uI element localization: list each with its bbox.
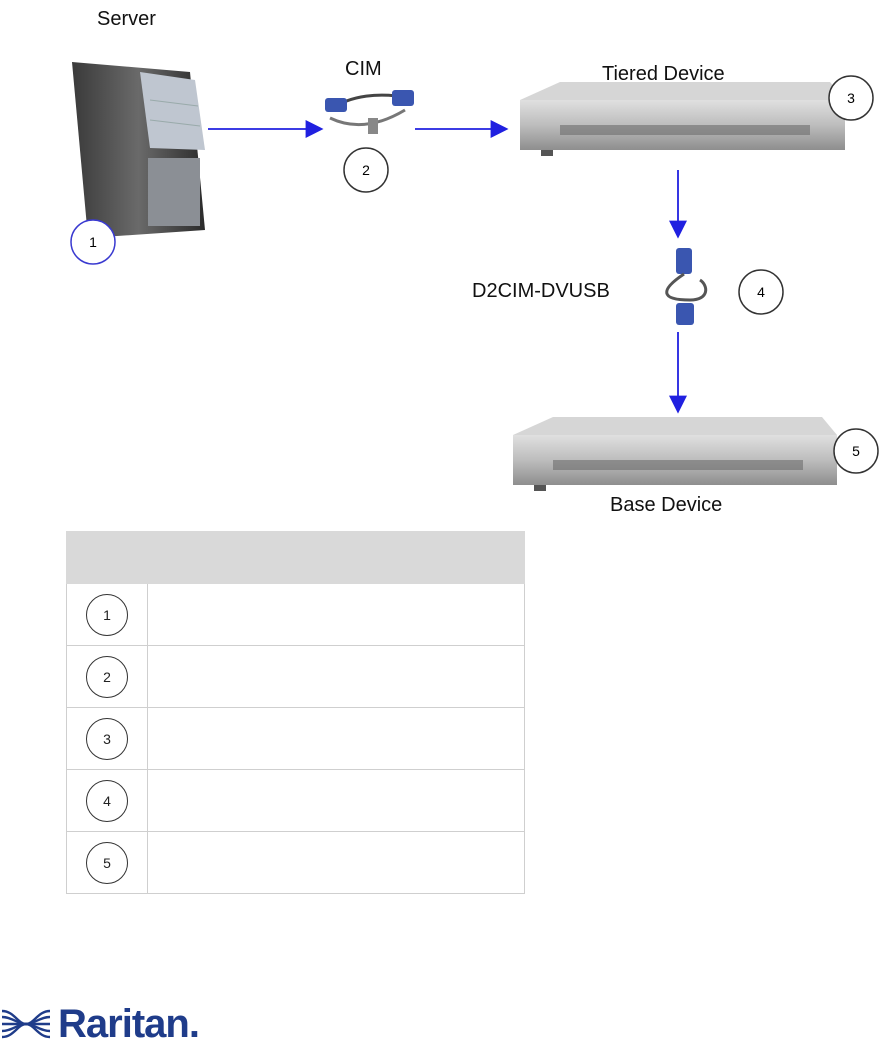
legend-callout-3: 3 xyxy=(86,717,128,760)
legend-callout-2: 2 xyxy=(86,655,128,698)
callout-2: 2 xyxy=(343,147,389,193)
label-cim: CIM xyxy=(345,58,382,80)
legend-description xyxy=(147,645,525,708)
legend-header-cell xyxy=(66,531,148,584)
svg-text:5: 5 xyxy=(852,443,860,459)
legend-callout-5: 5 xyxy=(86,841,128,884)
legend-description xyxy=(147,769,525,832)
table-row: 2 xyxy=(66,645,525,708)
connection-diagram: 1 2 3 4 5 xyxy=(70,62,879,491)
svg-text:1: 1 xyxy=(89,234,97,250)
table-row: 4 xyxy=(66,769,525,832)
legend-header-cell xyxy=(147,531,525,584)
tiered-device-icon xyxy=(520,82,845,156)
callout-legend-table: 1 2 3 4 5 xyxy=(66,531,525,894)
label-tiered-device: Tiered Device xyxy=(602,63,725,85)
raritan-logo: Raritan. xyxy=(0,1002,200,1046)
base-device-icon xyxy=(513,417,837,491)
legend-description xyxy=(147,583,525,646)
svg-text:3: 3 xyxy=(847,90,855,106)
callout-3: 3 xyxy=(828,75,874,121)
raritan-logo-icon xyxy=(1,1009,51,1039)
legend-callout-1: 1 xyxy=(86,593,128,636)
label-server: Server xyxy=(97,8,156,30)
callout-4: 4 xyxy=(738,269,784,315)
raritan-logo-text: Raritan. xyxy=(58,1001,200,1046)
d2cim-dvusb-icon xyxy=(665,248,708,325)
legend-callout-4: 4 xyxy=(86,779,128,822)
cim-adapter-icon xyxy=(325,90,414,134)
table-row: 5 xyxy=(66,831,525,894)
legend-header-row xyxy=(66,531,525,584)
legend-description xyxy=(147,831,525,894)
label-d2cim-dvusb: D2CIM-DVUSB xyxy=(472,280,610,302)
svg-text:2: 2 xyxy=(362,162,370,178)
label-base-device: Base Device xyxy=(610,494,723,516)
server-tower-icon xyxy=(72,62,205,238)
callout-1: 1 xyxy=(70,219,116,265)
table-row: 1 xyxy=(66,583,525,646)
svg-text:4: 4 xyxy=(757,284,765,300)
callout-5: 5 xyxy=(833,428,879,474)
legend-description xyxy=(147,707,525,770)
table-row: 3 xyxy=(66,707,525,770)
